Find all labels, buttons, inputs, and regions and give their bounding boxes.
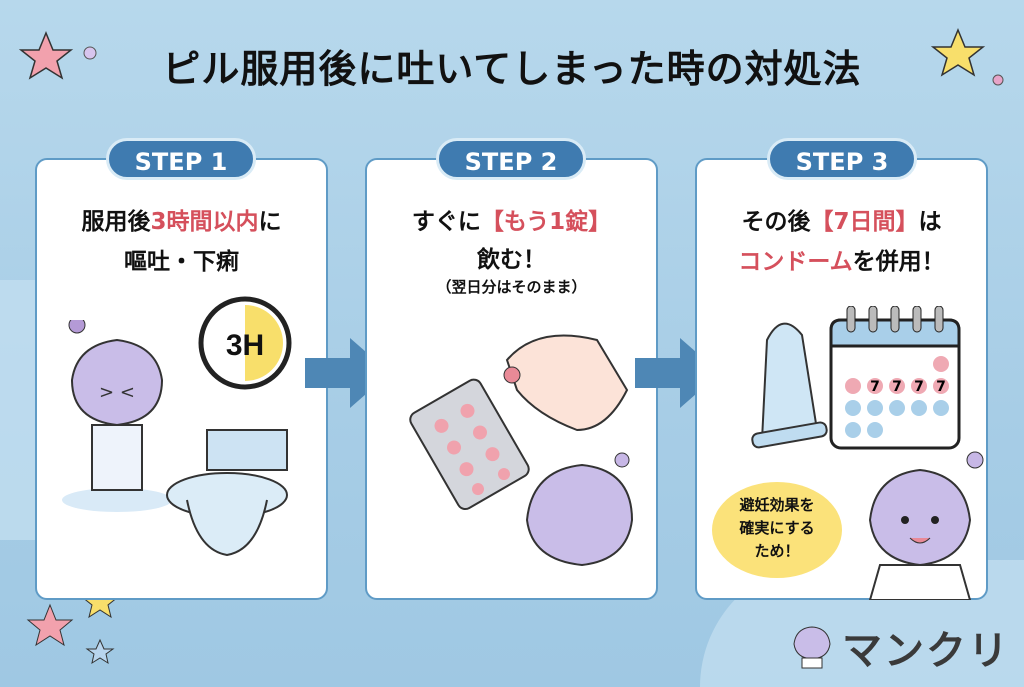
calendar-day	[845, 378, 861, 394]
calendar-day	[845, 422, 861, 438]
logo-mascot-icon	[793, 626, 831, 669]
star-icon	[18, 31, 97, 80]
calendar-mark: 7	[936, 379, 946, 395]
calendar-mark: 7	[892, 379, 902, 395]
calendar-day	[845, 400, 861, 416]
text: すぐに	[411, 209, 481, 235]
step-3-line2: コンドームを併用！	[697, 242, 986, 276]
brand-logo: マンクリ	[842, 628, 1010, 674]
step-3-line1: その後【7日間】は	[697, 202, 986, 236]
step-2-line2: 飲む！	[477, 247, 546, 273]
doctor-character-illustration	[868, 451, 984, 600]
calendar-day	[867, 400, 883, 416]
speech-bubble: 避妊効果を確実にするため！	[712, 482, 842, 578]
text: は	[918, 209, 942, 235]
calendar-ring	[934, 306, 944, 333]
calendar-day	[867, 422, 883, 438]
stars-decoration-icon	[26, 583, 120, 665]
calendar-day	[933, 378, 949, 394]
pill-blister-and-hand-illustration	[409, 334, 634, 567]
bubble-line: 避妊効果を	[739, 496, 815, 514]
text: を併用！	[852, 249, 945, 275]
text: 服用後	[81, 209, 151, 235]
clock-icon: 3H	[198, 296, 292, 390]
condom-icon	[751, 322, 828, 449]
step-2-badge: STEP 2	[436, 138, 586, 180]
calendar-day	[889, 378, 905, 394]
calendar-ring	[846, 306, 856, 333]
calendar-ring	[868, 306, 878, 333]
step-1-line1: 服用後3時間以内に	[37, 202, 326, 236]
text: に	[258, 209, 282, 235]
calendar-day	[933, 356, 949, 372]
highlight-text: 3時間以内	[150, 209, 259, 235]
calendar-day	[867, 378, 883, 394]
step-2-line1: すぐに【もう1錠】	[367, 202, 656, 236]
text: その後	[741, 209, 811, 235]
svg-text:> <: > <	[99, 382, 135, 403]
calendar-ring	[912, 306, 922, 333]
page-title: ピル服用後に吐いてしまった時の対処法	[162, 47, 862, 91]
highlight-text: コンドーム	[738, 249, 853, 275]
calendar-day	[911, 400, 927, 416]
sick-character-and-toilet-illustration: > <	[62, 320, 288, 557]
highlight-text: 【7日間】	[810, 209, 919, 235]
step-1-card: 服用後3時間以内に 嘔吐・下痢 3H > <	[35, 158, 328, 600]
calendar-day	[933, 400, 949, 416]
bubble-line: 確実にする	[739, 519, 815, 537]
clock-label: 3H	[226, 329, 264, 362]
step-1-line2: 嘔吐・下痢	[124, 249, 239, 275]
calendar-mark: 7	[914, 379, 924, 395]
step-1-badge: STEP 1	[106, 138, 256, 180]
calendar-day	[889, 400, 905, 416]
step-2-card: すぐに【もう1錠】 飲む！ （翌日分はそのまま）	[365, 158, 658, 600]
step-3-badge: STEP 3	[767, 138, 917, 180]
calendar-ring	[890, 306, 900, 333]
highlight-text: 【もう1錠】	[480, 209, 612, 235]
bubble-line: ため！	[754, 542, 800, 560]
calendar-day	[911, 378, 927, 394]
step-2-note: （翌日分はそのまま）	[436, 278, 587, 296]
calendar-mark: 7	[870, 379, 880, 395]
star-icon	[930, 28, 1004, 86]
